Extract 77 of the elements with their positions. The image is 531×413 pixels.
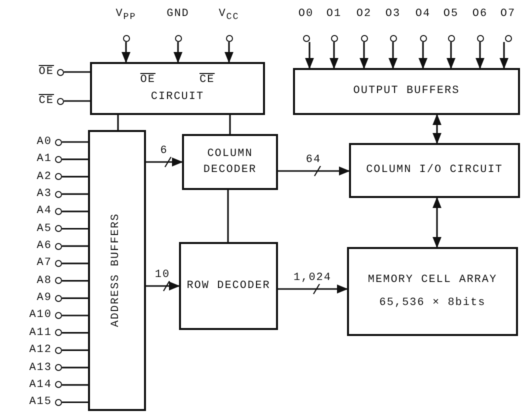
pin-label: V$_{CC}$ — [218, 8, 240, 22]
block-box: COLUMN I/O CIRCUIT — [349, 143, 520, 198]
arrow — [146, 282, 180, 290]
pin-label: A3 — [36, 188, 52, 200]
connector-line — [62, 401, 88, 404]
arrow — [500, 42, 508, 70]
pin-label: O2 — [356, 8, 372, 20]
arrow — [146, 158, 184, 166]
connector-line — [62, 193, 88, 195]
pin-label: A9 — [36, 292, 52, 304]
pin-label: A2 — [36, 170, 52, 183]
connector-line — [62, 280, 88, 282]
block-box: OUTPUT BUFFERS — [293, 68, 520, 115]
pin-label: O5 — [443, 8, 459, 20]
arrow — [476, 42, 484, 70]
pin-label: O7 — [500, 8, 516, 20]
connector-line — [64, 71, 90, 73]
pin-label: A11 — [29, 326, 52, 339]
arrow — [388, 42, 398, 70]
connector-line — [62, 141, 88, 143]
arrow — [278, 166, 350, 176]
arrow — [360, 42, 368, 70]
arrow — [122, 42, 130, 64]
connector-line — [64, 100, 90, 102]
block-box: OE CE CIRCUIT — [90, 62, 265, 115]
arrow — [278, 284, 348, 294]
arrow — [432, 114, 442, 144]
connector-line — [62, 297, 88, 299]
pin-label: A7 — [36, 257, 52, 270]
connector-line — [62, 245, 88, 247]
pin-label: A6 — [36, 240, 52, 252]
edge-label: 1,024 — [292, 272, 332, 284]
block-box: COLUMN DECODER — [182, 134, 278, 190]
arrow — [330, 42, 338, 70]
connector-line — [62, 366, 88, 368]
pin-label: OE — [38, 66, 54, 78]
pin-label: A14 — [29, 378, 52, 391]
connector-line — [229, 115, 231, 134]
arrow — [174, 42, 182, 64]
pin-label: V$_{PP}$ — [116, 8, 136, 22]
arrow — [446, 42, 456, 70]
edge-label: 10 — [154, 268, 172, 281]
pin-label: A0 — [36, 136, 52, 148]
arrow — [305, 42, 314, 70]
pin-label: O6 — [472, 8, 488, 20]
pin-label: O4 — [415, 8, 431, 20]
pin-label: CE — [38, 94, 54, 108]
connector-line — [62, 158, 88, 160]
connector-line — [62, 384, 88, 386]
block-box: ADDRESS BUFFERS — [88, 130, 146, 411]
connector-line — [117, 115, 119, 130]
pin-label: A12 — [29, 344, 52, 356]
connector-line — [227, 190, 229, 242]
arrow — [418, 42, 428, 70]
connector-line — [62, 262, 88, 264]
pin-label: A8 — [36, 274, 52, 287]
arrow — [224, 42, 234, 64]
pin-label: A5 — [36, 222, 52, 235]
block-box: ROW DECODER — [179, 242, 278, 330]
edge-label: 64 — [304, 154, 322, 166]
connector-line — [62, 349, 88, 351]
connector-line — [62, 314, 88, 316]
pin-label: A10 — [29, 309, 52, 322]
connector-line — [62, 176, 88, 178]
pin-label: O3 — [385, 8, 401, 20]
connector-line — [62, 332, 88, 334]
pin-label: A1 — [36, 153, 52, 166]
block-box: MEMORY CELL ARRAY 65,536 × 8bits — [347, 247, 518, 336]
pin-label: O0 — [298, 8, 314, 20]
pin-label: O1 — [326, 8, 342, 20]
connector-line — [62, 228, 88, 230]
pin-label: A4 — [36, 205, 52, 218]
pin-label: A15 — [29, 396, 52, 408]
arrow — [432, 196, 442, 248]
pin-label: A13 — [29, 362, 52, 374]
connector-line — [62, 210, 88, 212]
pin-label: GND — [166, 8, 190, 20]
